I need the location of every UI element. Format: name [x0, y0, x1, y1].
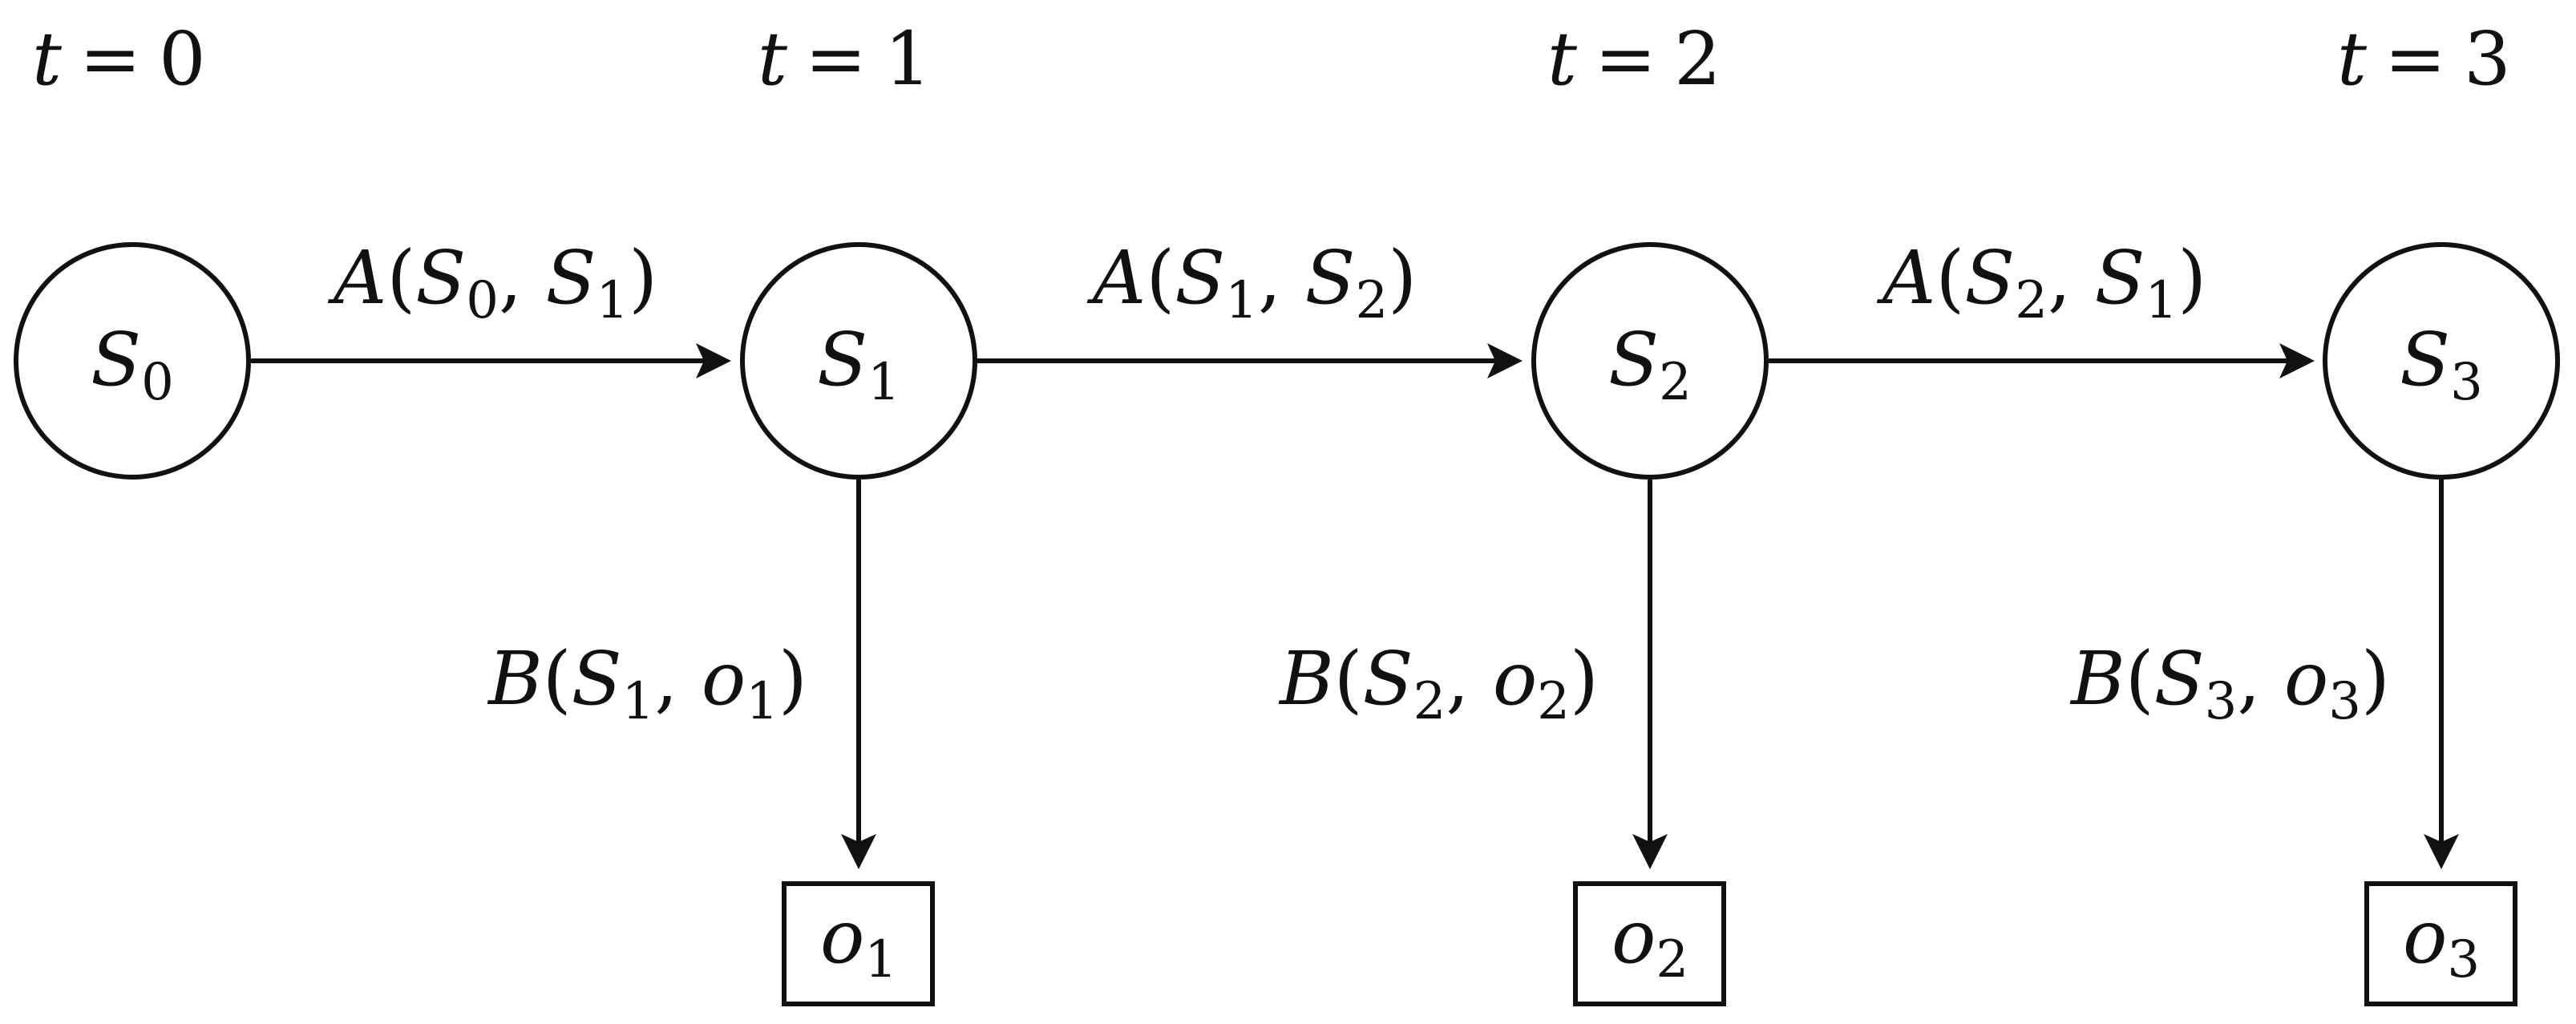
state-node-0 — [14, 242, 251, 480]
time-label-3: t=3 — [2337, 16, 2511, 102]
arrowhead-right-icon — [696, 343, 731, 378]
observation-node-1 — [782, 881, 935, 1006]
transition-label-1-2: A(S1, S2) — [1086, 235, 1417, 330]
time-label-1: t=1 — [758, 16, 932, 102]
arrowhead-right-icon — [1487, 343, 1523, 378]
state-label-3: S3 — [2400, 317, 2483, 412]
transition-label-0-1: A(S0, S1) — [327, 235, 657, 330]
state-label-0: S0 — [91, 317, 174, 412]
observation-node-2 — [1573, 881, 1726, 1006]
state-node-1 — [740, 242, 977, 480]
state-node-2 — [1531, 242, 1769, 480]
observation-label-3: o3 — [2403, 894, 2480, 990]
time-label-0: t=0 — [32, 16, 206, 102]
observation-label-1: o1 — [820, 894, 897, 990]
transition-label-2-3: A(S2, S1) — [1876, 235, 2206, 330]
emission-label-2: B(S2, o2) — [1278, 636, 1599, 731]
state-label-1: S1 — [817, 317, 900, 412]
arrowhead-down-icon — [2424, 834, 2459, 869]
time-label-2: t=2 — [1547, 16, 1721, 102]
emission-label-1: B(S1, o1) — [487, 636, 807, 731]
arrowhead-right-icon — [2279, 343, 2315, 378]
state-node-3 — [2323, 242, 2560, 480]
arrowhead-down-icon — [1632, 834, 1668, 869]
observation-node-3 — [2364, 881, 2517, 1006]
state-label-2: S2 — [1608, 317, 1692, 412]
observation-label-2: o2 — [1612, 894, 1688, 990]
arrowhead-down-icon — [841, 834, 876, 869]
emission-label-3: B(S3, o3) — [2069, 636, 2390, 731]
